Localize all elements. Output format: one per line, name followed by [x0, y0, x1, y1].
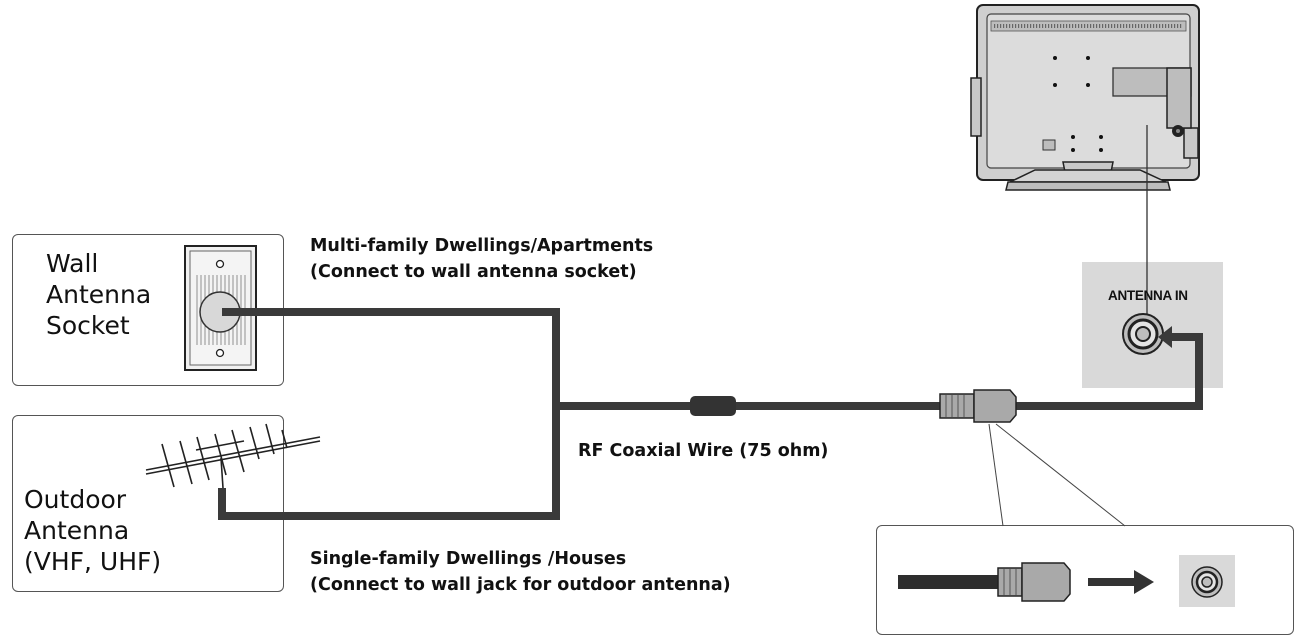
- outdoor-antenna-box: [12, 415, 284, 592]
- houses-line2: (Connect to wall jack for outdoor antenn…: [310, 575, 731, 595]
- apartments-caption: Multi-family Dwellings/Apartments (Conne…: [310, 233, 653, 285]
- tv-rear-icon: [970, 4, 1200, 191]
- callout-line-right: [995, 423, 1126, 527]
- houses-line1: Single-family Dwellings /Houses: [310, 549, 627, 569]
- outdoor-antenna-icon: [145, 423, 321, 489]
- outdoor-antenna-label: Outdoor Antenna (VHF, UHF): [24, 484, 161, 577]
- antenna-in-jack: [1122, 313, 1164, 355]
- outdoor-line2: Antenna: [24, 516, 130, 545]
- detail-arrow-icon: [1088, 570, 1154, 594]
- detail-plug-illustration: [898, 562, 1071, 602]
- plug-connector: [939, 389, 1017, 423]
- coax-cable: [218, 308, 1203, 520]
- apartments-line2: (Connect to wall antenna socket): [310, 262, 637, 282]
- outdoor-line1: Outdoor: [24, 485, 127, 514]
- jack-arrow-icon: [1158, 326, 1172, 348]
- wall-socket-line2: Antenna: [46, 280, 152, 309]
- outdoor-line3: (VHF, UHF): [24, 547, 162, 576]
- cable-label: RF Coaxial Wire (75 ohm): [578, 441, 829, 461]
- houses-caption: Single-family Dwellings /Houses (Connect…: [310, 546, 731, 598]
- detail-jack-icon: [1191, 566, 1223, 598]
- wall-socket-line1: Wall: [46, 249, 99, 278]
- cable-ferrite: [690, 396, 736, 416]
- apartments-line1: Multi-family Dwellings/Apartments: [310, 236, 654, 256]
- antenna-in-label: ANTENNA IN: [1108, 288, 1188, 303]
- callout-line-left: [988, 423, 1004, 527]
- wall-socket-line3: Socket: [46, 311, 130, 340]
- wall-socket-icon: [184, 245, 257, 371]
- wall-socket-label: Wall Antenna Socket: [46, 248, 151, 341]
